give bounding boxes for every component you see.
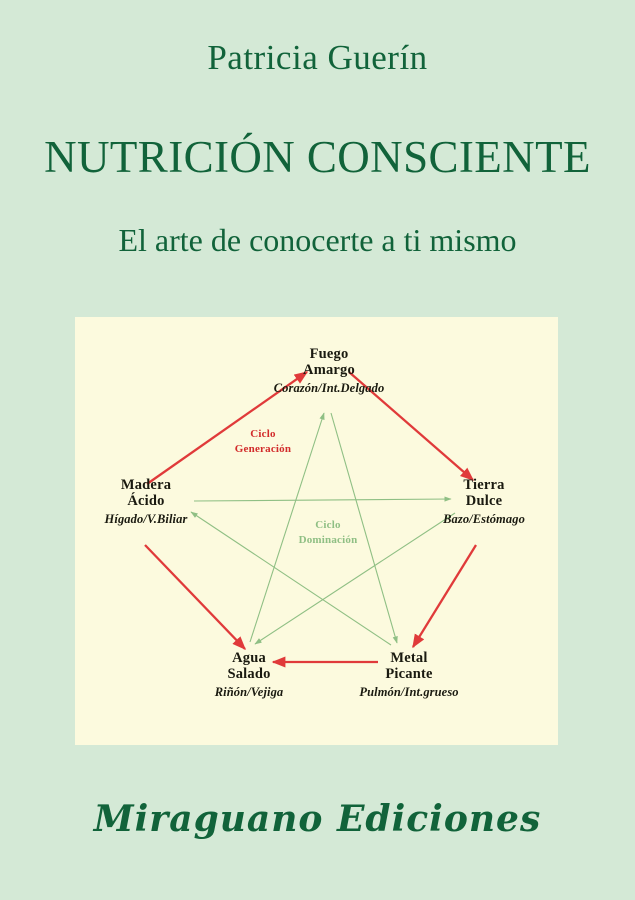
node-tierra-flavor: Dulce (465, 493, 503, 510)
node-agua-flavor: Salado (227, 666, 271, 683)
node-fuego-element: Fuego (309, 346, 349, 362)
node-agua-element: Agua (232, 650, 266, 666)
label-ciclo-dominacion: Ciclo Dominación (299, 518, 358, 548)
node-metal-element: Metal (390, 650, 428, 666)
label-ciclo-generacion-line2: Generación (234, 442, 292, 455)
node-agua: Agua Salado Riñón/Vejiga (215, 650, 284, 699)
node-tierra-organs: Bazo/Estómago (443, 512, 525, 527)
edge-madera-fuego (146, 371, 309, 485)
edge-metal-madera (190, 511, 392, 646)
label-ciclo-dominacion-line1: Ciclo (315, 519, 341, 531)
label-ciclo-dominacion-line2: Dominación (298, 533, 358, 546)
label-ciclo-generacion: Ciclo Generación (235, 427, 291, 457)
node-madera: Madera Ácido Hígado/V.Biliar (105, 477, 188, 526)
five-elements-diagram: Fuego Amargo Corazón/Int.Delgado Tierra … (75, 317, 558, 745)
edge-madera-tierra (193, 496, 452, 502)
node-metal-organs: Pulmón/Int.grueso (359, 685, 459, 700)
node-fuego: Fuego Amargo Corazón/Int.Delgado (274, 346, 385, 395)
book-title: NUTRICIÓN CONSCIENTE (44, 132, 591, 182)
diagram-lines (144, 371, 477, 668)
author-name: Patricia Guerín (207, 38, 428, 77)
node-agua-organs: Riñón/Vejiga (214, 685, 284, 700)
node-tierra-element: Tierra (463, 477, 505, 493)
book-subtitle: El arte de conocerte a ti mismo (118, 222, 517, 258)
publisher-name: Miraguano Ediciones (93, 798, 542, 840)
node-metal: Metal Picante Pulmón/Int.grueso (359, 650, 458, 699)
node-madera-element: Madera (120, 477, 172, 493)
node-tierra: Tierra Dulce Bazo/Estómago (443, 477, 525, 526)
edge-agua-madera (144, 544, 246, 650)
edge-tierra-metal (412, 544, 477, 649)
node-metal-flavor: Picante (385, 666, 433, 683)
edge-agua-fuego (249, 412, 325, 643)
node-fuego-flavor: Amargo (303, 362, 355, 379)
edge-fuego-metal (330, 412, 398, 644)
edge-fuego-tierra (348, 371, 475, 481)
edge-tierra-agua (254, 512, 456, 645)
node-fuego-organs: Corazón/Int.Delgado (273, 381, 385, 396)
label-ciclo-generacion-line1: Ciclo (250, 428, 276, 440)
node-madera-organs: Hígado/V.Biliar (104, 512, 188, 527)
domination-cycle-lines (190, 412, 456, 646)
generation-cycle-lines (144, 371, 477, 668)
node-madera-flavor: Ácido (127, 493, 165, 510)
